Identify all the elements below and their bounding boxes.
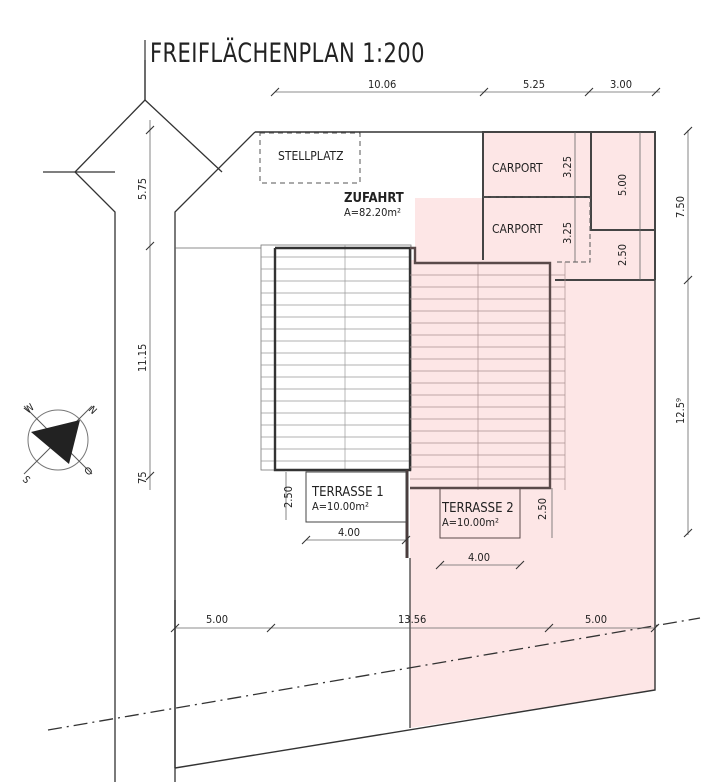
dim-left-1: 5.75 <box>136 178 149 200</box>
dim-terrasse-1-depth: 2.50 <box>282 486 295 508</box>
house-2 <box>405 246 566 558</box>
carport-2-dashed-outline <box>483 196 591 263</box>
dim-left-2: 11.15 <box>136 344 149 372</box>
zufahrt-label: ZUFAHRT <box>344 191 404 206</box>
compass-n: N <box>86 404 99 417</box>
terrasse-1-label: TERRASSE 1 <box>311 485 384 500</box>
terrasse-2-outline <box>439 487 521 539</box>
carport-structures <box>482 131 656 281</box>
dimension-ticks <box>145 87 693 633</box>
plan-title: FREIFLÄCHENPLAN 1:200 <box>150 38 425 69</box>
compass-w: W <box>23 402 37 416</box>
terrasse-1-outline <box>305 471 407 523</box>
dim-terrasse-2-width: 4.00 <box>468 551 490 564</box>
dim-top-1: 10.06 <box>368 78 396 91</box>
street <box>43 60 256 782</box>
dim-left-3: 75 <box>136 471 149 484</box>
dim-bottom-total: 13.56 <box>398 613 426 626</box>
terrasse-2-area: A=10.00m² <box>442 516 499 529</box>
terrasse-2-label: TERRASSE 2 <box>441 501 514 516</box>
zufahrt-area: A=82.20m² <box>344 206 401 219</box>
dim-top-2: 5.25 <box>523 78 545 91</box>
boundary-dashdot-line <box>47 617 701 731</box>
dim-bottom-left: 5.00 <box>206 613 228 626</box>
dimension-lines <box>149 91 689 629</box>
terrasse-1-area: A=10.00m² <box>312 500 369 513</box>
dim-top-3: 3.00 <box>610 78 632 91</box>
carport-2-label: CARPORT <box>492 222 543 236</box>
dim-terrasse-1-width: 4.00 <box>338 526 360 539</box>
dim-right-2: 12.5⁹ <box>674 398 687 424</box>
dim-bottom-right: 5.00 <box>585 613 607 626</box>
stellplatz-outline <box>259 132 361 184</box>
stellplatz-label: STELLPLATZ <box>278 149 344 163</box>
carport-1-label: CARPORT <box>492 161 543 175</box>
dim-carport-side-1: 5.00 <box>616 174 629 196</box>
dim-carport-1: 3.25 <box>561 156 574 178</box>
compass-s: S <box>20 474 32 486</box>
dim-right-1: 7.50 <box>674 196 687 218</box>
dim-terrasse-2-depth: 2.50 <box>536 498 549 520</box>
dim-carport-side-2: 2.50 <box>616 244 629 266</box>
compass-rose <box>23 405 93 475</box>
compass-o: O <box>83 465 96 478</box>
dim-carport-2: 3.25 <box>561 222 574 244</box>
house-1 <box>260 244 412 472</box>
